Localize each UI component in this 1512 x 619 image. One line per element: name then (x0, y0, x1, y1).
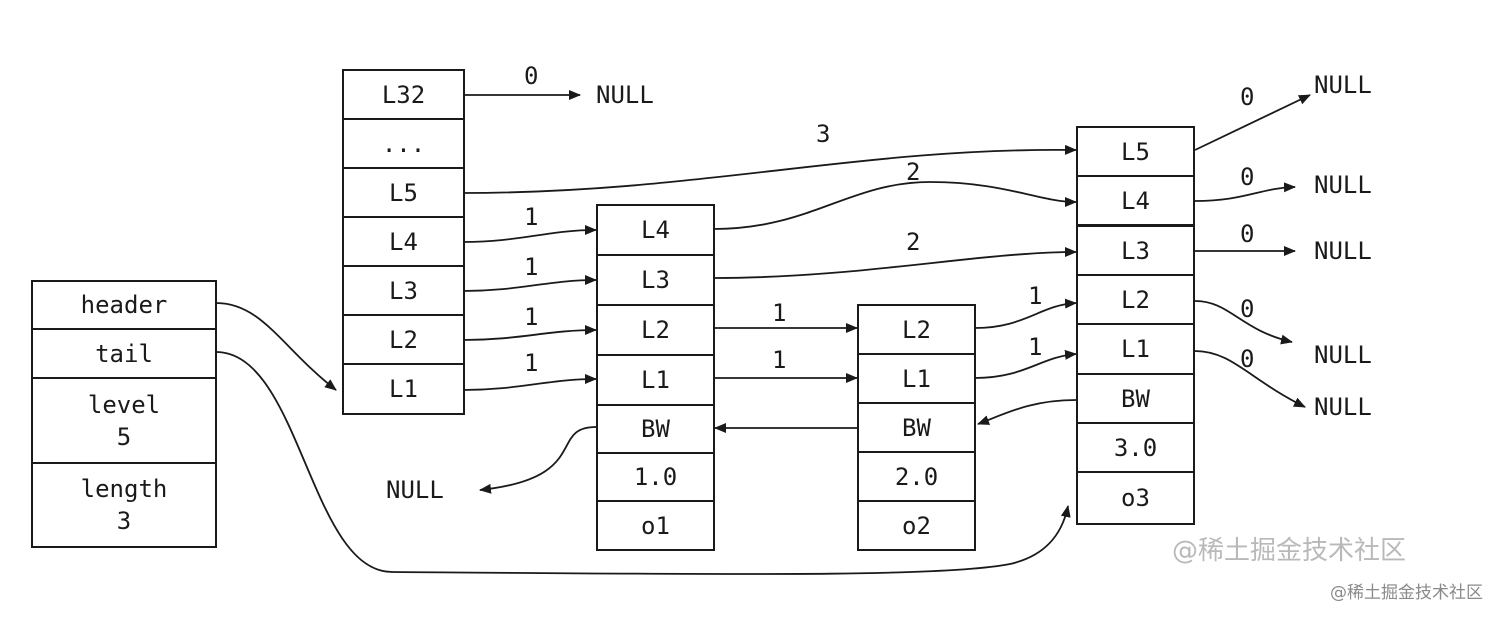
span-label-node3-l4: 0 (1240, 163, 1255, 191)
header-node-level-l1: L1 (342, 363, 465, 415)
span-label-node3-l3: 0 (1240, 220, 1255, 248)
null-label-node3-l4: NULL (1314, 171, 1372, 199)
arrow-node3-l1 (1194, 350, 1306, 408)
node2-backward: BW (857, 402, 976, 453)
node1-level-l3: L3 (596, 254, 715, 306)
arrow-node2-l1 (974, 349, 1077, 379)
span-label-node1-l3: 2 (906, 228, 921, 256)
header-node-level-l5: L5 (342, 167, 465, 218)
span-label-header-l2: 1 (524, 303, 539, 331)
arrow-node1-l4 (713, 181, 1077, 230)
span-label-node2-l1: 1 (1028, 333, 1043, 361)
header-pointer-arrow (215, 302, 337, 391)
span-label-node1-l1: 1 (772, 346, 787, 374)
arrow-header-l2 (462, 325, 597, 341)
arrow-node3-l2 (1194, 300, 1293, 345)
node1-level-l1: L1 (596, 354, 715, 406)
arrow-node3-l5 (1194, 94, 1311, 151)
span-label-header-l5: 3 (816, 120, 831, 148)
header-node-level-l32: L32 (342, 69, 465, 120)
span-label-header-l4: 1 (524, 203, 539, 231)
node3-member: o3 (1076, 471, 1195, 525)
node2-member: o2 (857, 500, 976, 551)
null-label-header-l32: NULL (596, 81, 654, 109)
header-node-level-ellipsis: ... (342, 118, 465, 169)
header-node-level-l4: L4 (342, 216, 465, 267)
arrow-header-l3 (462, 275, 597, 292)
node3-score: 3.0 (1076, 422, 1195, 473)
node3-level-l1: L1 (1076, 323, 1195, 375)
node2-score: 2.0 (857, 451, 976, 502)
skiplist-length-field: length 3 (31, 462, 217, 548)
arrow-node3-l4 (1194, 182, 1296, 202)
skiplist-level-field: level 5 (31, 377, 217, 464)
span-label-node1-l2: 1 (772, 299, 787, 327)
header-node-level-l2: L2 (342, 314, 465, 365)
node3-level-l4: L4 (1076, 175, 1195, 226)
skiplist-header-field: header (31, 280, 217, 330)
node1-member: o1 (596, 500, 715, 551)
arrow-node1-backward (479, 426, 597, 494)
span-label-node3-l5: 0 (1240, 83, 1255, 111)
arrow-node3-backward (977, 399, 1077, 425)
span-label-header-l3: 1 (524, 253, 539, 281)
arrow-header-l5 (462, 144, 1077, 194)
arrow-header-l4 (462, 225, 597, 243)
null-label-node1-backward: NULL (386, 476, 444, 504)
null-label-node3-l5: NULL (1314, 71, 1372, 99)
span-label-node3-l1: 0 (1240, 345, 1255, 373)
node3-level-l5: L5 (1076, 126, 1195, 177)
node2-level-l2: L2 (857, 304, 976, 355)
span-label-header-l32: 0 (524, 62, 539, 90)
node2-level-l1: L1 (857, 353, 976, 404)
node1-level-l2: L2 (596, 304, 715, 356)
header-node-level-l3: L3 (342, 265, 465, 316)
arrow-node2-l2 (974, 298, 1077, 329)
skiplist-tail-field: tail (31, 328, 217, 379)
tail-pointer-arrow (215, 351, 1071, 575)
span-label-node3-l2: 0 (1240, 295, 1255, 323)
node1-backward: BW (596, 404, 715, 454)
span-label-header-l1: 1 (524, 349, 539, 377)
null-label-node3-l3: NULL (1314, 237, 1372, 265)
node3-backward: BW (1076, 373, 1195, 424)
node3-level-l2: L2 (1076, 274, 1195, 325)
watermark-corner: @稀土掘金技术社区 (1330, 583, 1483, 603)
arrow-node1-l3 (713, 247, 1077, 279)
watermark-main: @稀土掘金技术社区 (1172, 536, 1407, 566)
arrow-header-l1 (462, 374, 597, 391)
node1-level-l4: L4 (596, 204, 715, 256)
null-label-node3-l2: NULL (1314, 341, 1372, 369)
span-label-node1-l4: 2 (906, 158, 921, 186)
node3-level-l3: L3 (1076, 225, 1195, 276)
span-label-node2-l2: 1 (1028, 282, 1043, 310)
null-label-node3-l1: NULL (1314, 393, 1372, 421)
node1-score: 1.0 (596, 452, 715, 502)
